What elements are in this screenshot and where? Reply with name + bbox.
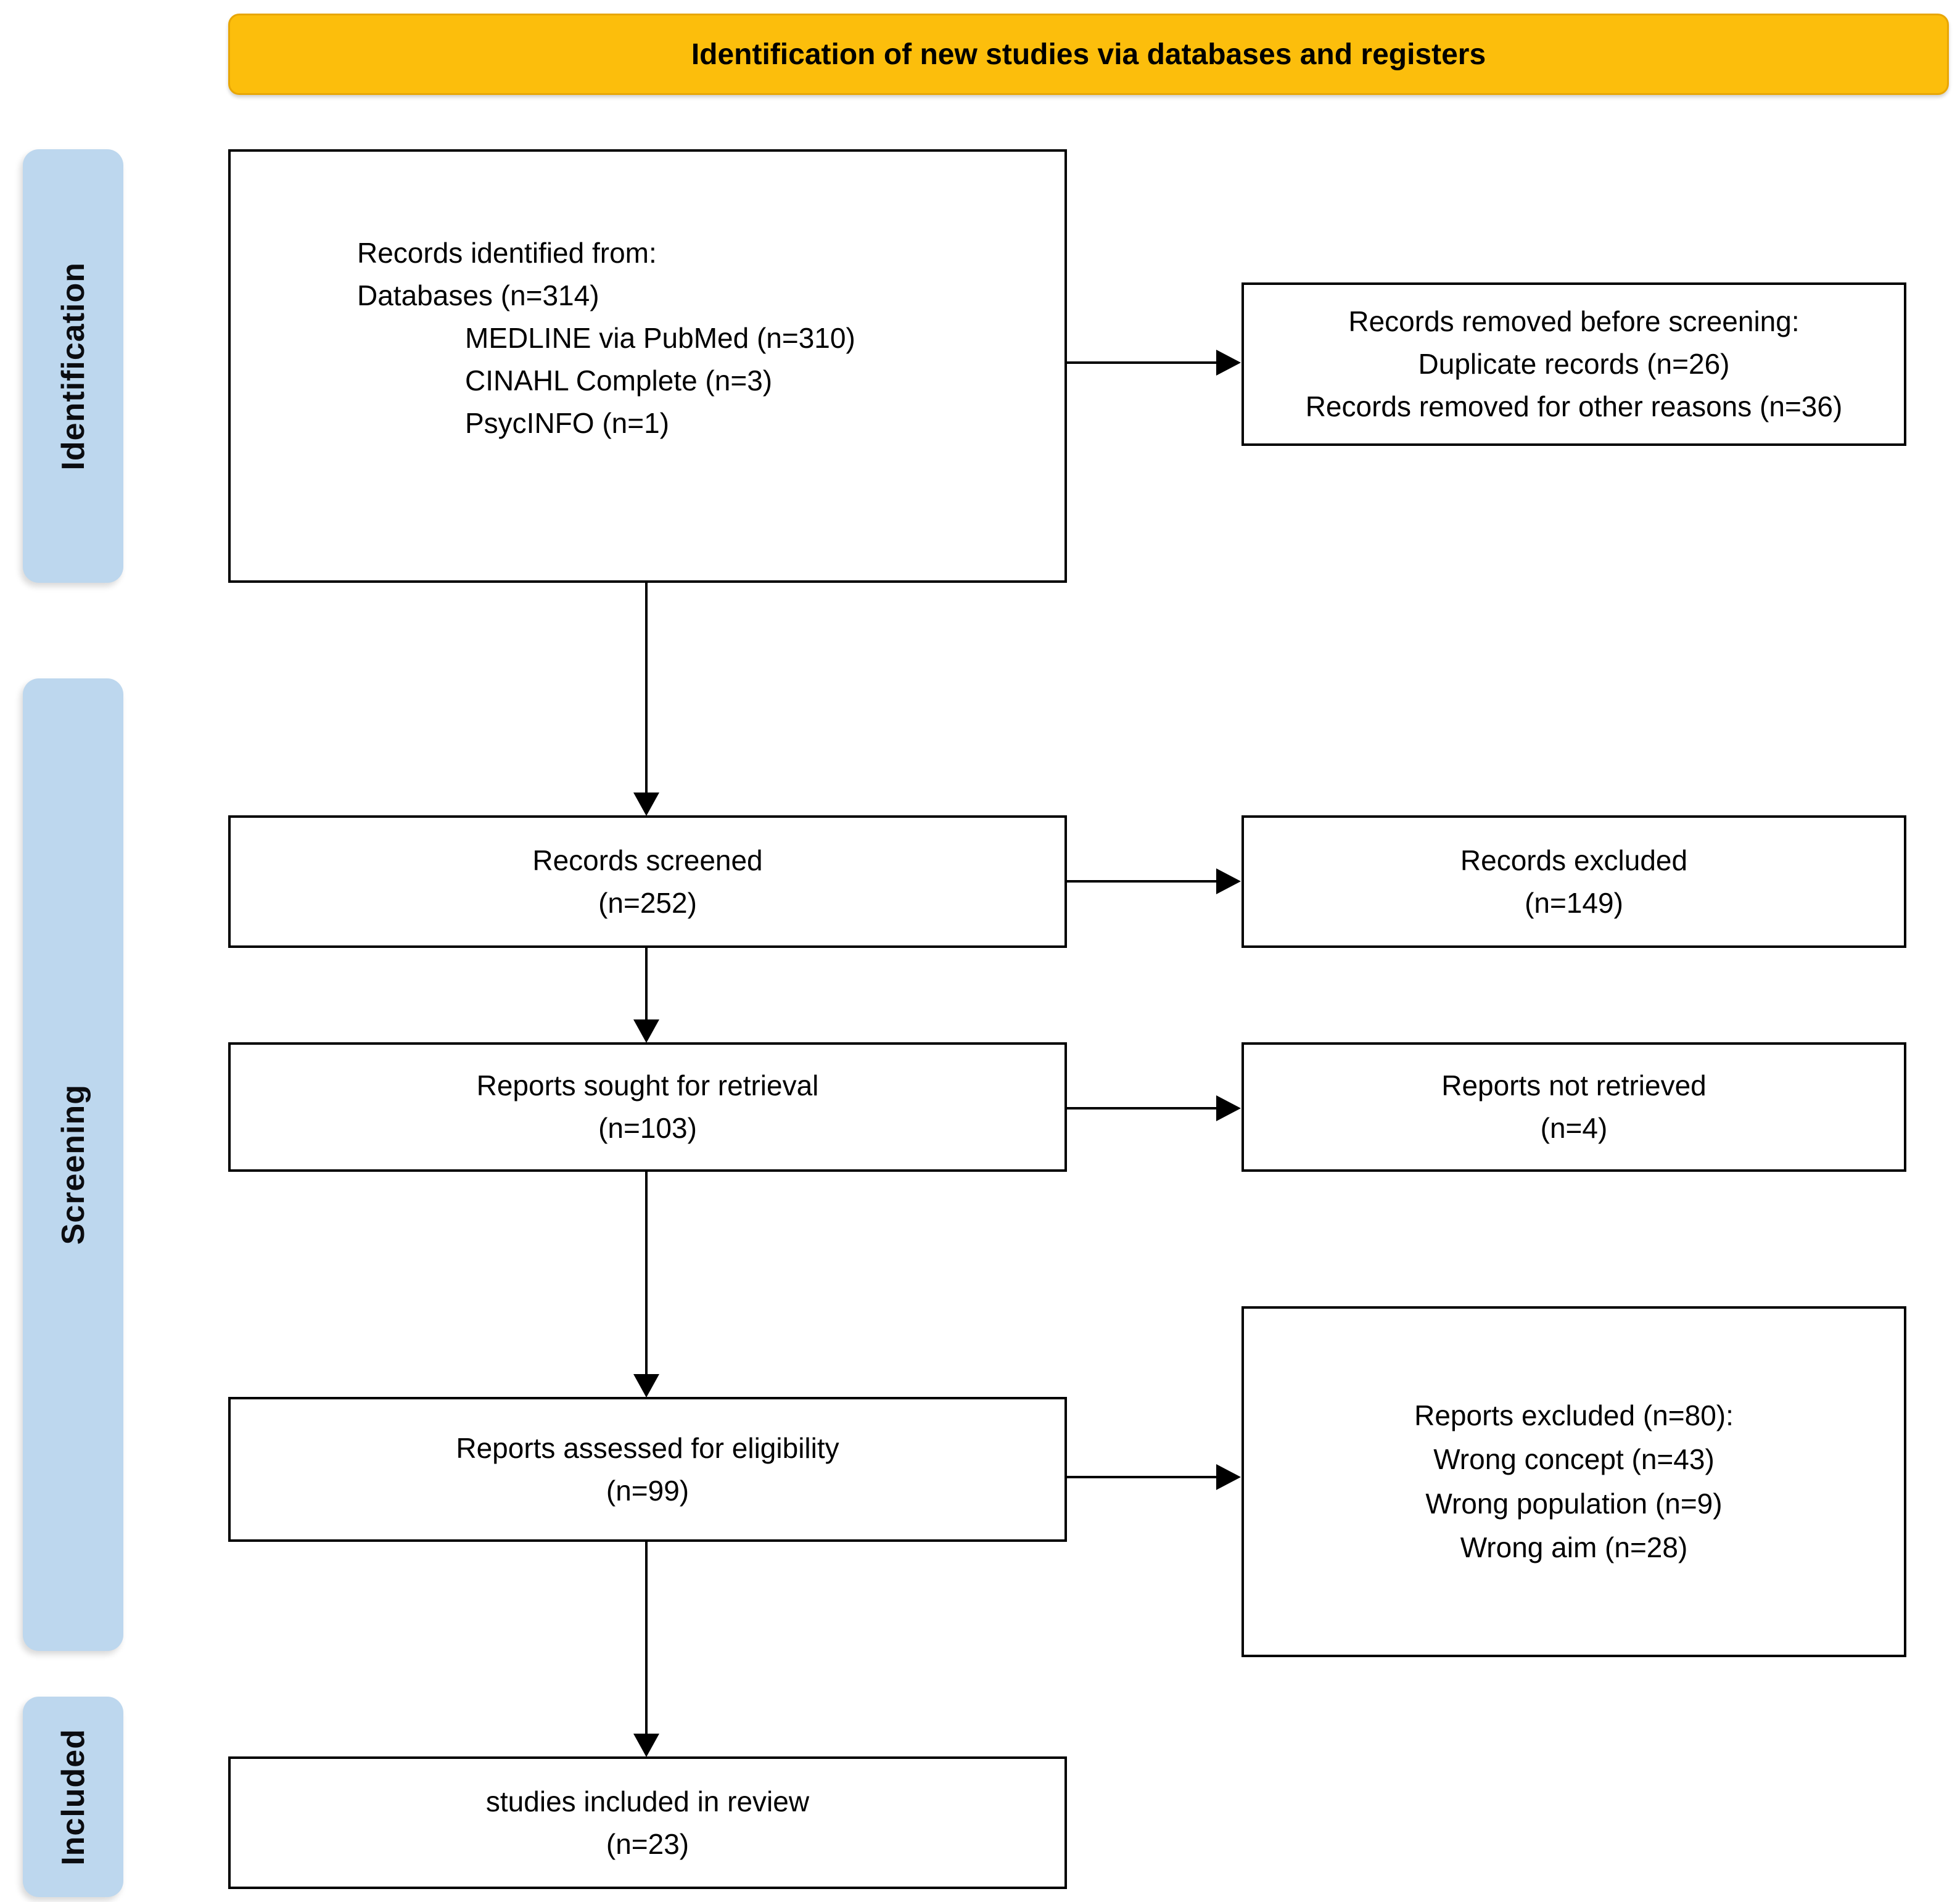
arrow-identified-to-removed	[1067, 350, 1241, 376]
records-identified-heading: Records identified from:	[357, 237, 657, 269]
arrow-assessed-to-included	[633, 1542, 659, 1757]
studies-included-count: (n=23)	[606, 1827, 690, 1860]
reports-excluded-box: Reports excluded (n=80): Wrong concept (…	[1241, 1306, 1906, 1657]
records-identified-box: Records identified from: Databases (n=31…	[228, 149, 1067, 583]
records-removed-other-reasons: Records removed for other reasons (n=36)	[1305, 390, 1843, 422]
records-removed-duplicates: Duplicate records (n=26)	[1418, 348, 1730, 380]
studies-included-box: studies included in review (n=23)	[228, 1756, 1067, 1889]
stage-label-identification-text: Identification	[55, 261, 91, 471]
stage-label-screening: Screening	[23, 678, 123, 1651]
records-excluded-label: Records excluded	[1460, 844, 1688, 876]
header-title: Identification of new studies via databa…	[691, 38, 1486, 71]
records-excluded-box: Records excluded (n=149)	[1241, 815, 1906, 948]
stage-label-identification: Identification	[23, 149, 123, 583]
arrow-sought-to-assessed	[633, 1172, 659, 1398]
stage-label-included: Included	[23, 1697, 123, 1897]
reports-sought-count: (n=103)	[598, 1112, 697, 1144]
reports-not-retrieved-label: Reports not retrieved	[1441, 1069, 1707, 1101]
arrow-identified-to-screened	[633, 583, 659, 816]
records-identified-source-psycinfo: PsycINFO (n=1)	[465, 407, 670, 439]
header-banner: Identification of new studies via databa…	[228, 14, 1949, 95]
reports-excluded-heading: Reports excluded (n=80):	[1414, 1399, 1734, 1431]
reports-not-retrieved-box: Reports not retrieved (n=4)	[1241, 1042, 1906, 1172]
records-removed-box: Records removed before screening: Duplic…	[1241, 282, 1906, 446]
reports-excluded-wrong-population: Wrong population (n=9)	[1425, 1487, 1723, 1520]
arrow-screened-to-excluded	[1067, 868, 1241, 894]
reports-assessed-box: Reports assessed for eligibility (n=99)	[228, 1397, 1067, 1542]
reports-sought-label: Reports sought for retrieval	[476, 1069, 819, 1101]
reports-excluded-wrong-aim: Wrong aim (n=28)	[1460, 1531, 1688, 1563]
arrow-assessed-to-reports-excluded	[1067, 1464, 1241, 1490]
records-excluded-count: (n=149)	[1525, 886, 1623, 919]
records-screened-label: Records screened	[532, 844, 763, 876]
records-identified-source-cinahl: CINAHL Complete (n=3)	[465, 364, 773, 397]
reports-sought-box: Reports sought for retrieval (n=103)	[228, 1042, 1067, 1172]
records-identified-databases: Databases (n=314)	[357, 279, 599, 311]
studies-included-label: studies included in review	[485, 1785, 810, 1818]
records-identified-source-medline: MEDLINE via PubMed (n=310)	[465, 322, 855, 354]
reports-assessed-label: Reports assessed for eligibility	[456, 1431, 839, 1464]
reports-not-retrieved-count: (n=4)	[1540, 1112, 1608, 1144]
arrow-sought-to-not-retrieved	[1067, 1095, 1241, 1121]
records-screened-box: Records screened (n=252)	[228, 815, 1067, 948]
stage-label-included-text: Included	[55, 1728, 91, 1866]
stage-label-screening-text: Screening	[55, 1084, 91, 1245]
records-removed-heading: Records removed before screening:	[1348, 305, 1800, 337]
reports-excluded-wrong-concept: Wrong concept (n=43)	[1433, 1443, 1715, 1476]
arrow-screened-to-sought	[633, 948, 659, 1043]
records-screened-count: (n=252)	[598, 886, 697, 919]
reports-assessed-count: (n=99)	[606, 1474, 690, 1507]
